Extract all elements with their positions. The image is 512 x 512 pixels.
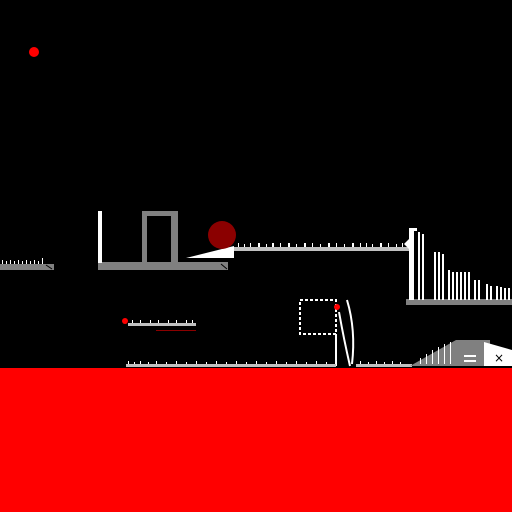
ball-icon[interactable] (208, 221, 236, 249)
goal-slope (410, 340, 512, 366)
close-icon[interactable]: × (494, 351, 504, 365)
sky-background (0, 0, 512, 368)
door-frame (142, 211, 178, 216)
small-floating-platform (122, 318, 196, 331)
marker-dot-icon (122, 318, 128, 324)
ground-strip (126, 361, 412, 367)
right-tower (406, 228, 512, 305)
rope (338, 299, 355, 367)
left-ledge (0, 258, 54, 270)
marker-dot-icon (29, 47, 39, 57)
marker-dot-icon (334, 304, 340, 310)
door-platform (98, 211, 228, 270)
bridge (234, 238, 410, 251)
lava-floor (0, 368, 512, 512)
dotted-box (299, 299, 340, 366)
